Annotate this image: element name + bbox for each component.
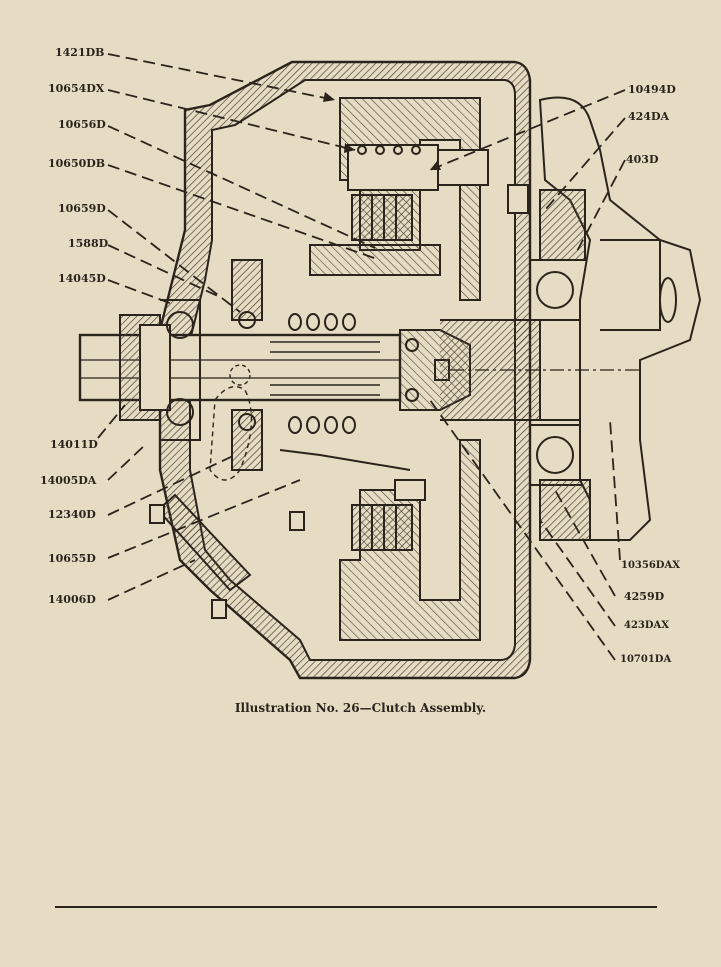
callout-4259D: 4259D [624,590,665,603]
callout-1421DB: 1421DB [55,46,105,59]
spring-cage [347,144,439,191]
callout-423DAX: 423DAX [624,620,670,631]
leader-10655D [107,479,301,559]
callout-10356DAX: 10356DAX [621,560,680,571]
leader-12340D [107,454,236,516]
callout-10494D: 10494D [628,83,676,96]
engine-block [538,96,702,541]
leader-1421DB [107,53,336,101]
leader-14005DA [107,444,146,481]
horizontal-rule [55,906,657,908]
leader-423DAX [539,519,616,627]
callout-12340D: 12340D [48,508,96,521]
leader-10659D [107,209,241,313]
figure-caption: Illustration No. 26—Clutch Assembly. [234,701,487,715]
clutch-discs-upper [351,194,413,241]
leader-10650DB [107,164,381,261]
callout-403D: 403D [626,153,659,166]
leader-424DA [544,117,626,211]
callout-10656D: 10656D [58,118,106,131]
leader-1588D [107,244,223,299]
callout-10650DB: 10650DB [48,157,106,170]
callout-10659D: 10659D [58,202,106,215]
leader-10356DAX [609,419,621,561]
leader-10654DX [107,89,356,151]
callout-14006D: 14006D [48,593,96,606]
leader-14006D [107,559,196,601]
leader-4259D [554,489,616,597]
leader-10656D [107,125,376,249]
callout-14011D: 14011D [50,438,98,451]
callout-1588D: 1588D [68,237,109,250]
callout-10654DX: 10654DX [48,82,105,95]
callout-10655D: 10655D [48,552,96,565]
callout-424DA: 424DA [628,110,670,123]
callout-14005DA: 14005DA [40,474,97,487]
callout-10701DA: 10701DA [620,654,672,665]
leader-14011D [97,404,126,439]
callout-14045D: 14045D [58,272,106,285]
leader-14045D [107,279,176,306]
clutch-discs-lower [351,504,413,551]
